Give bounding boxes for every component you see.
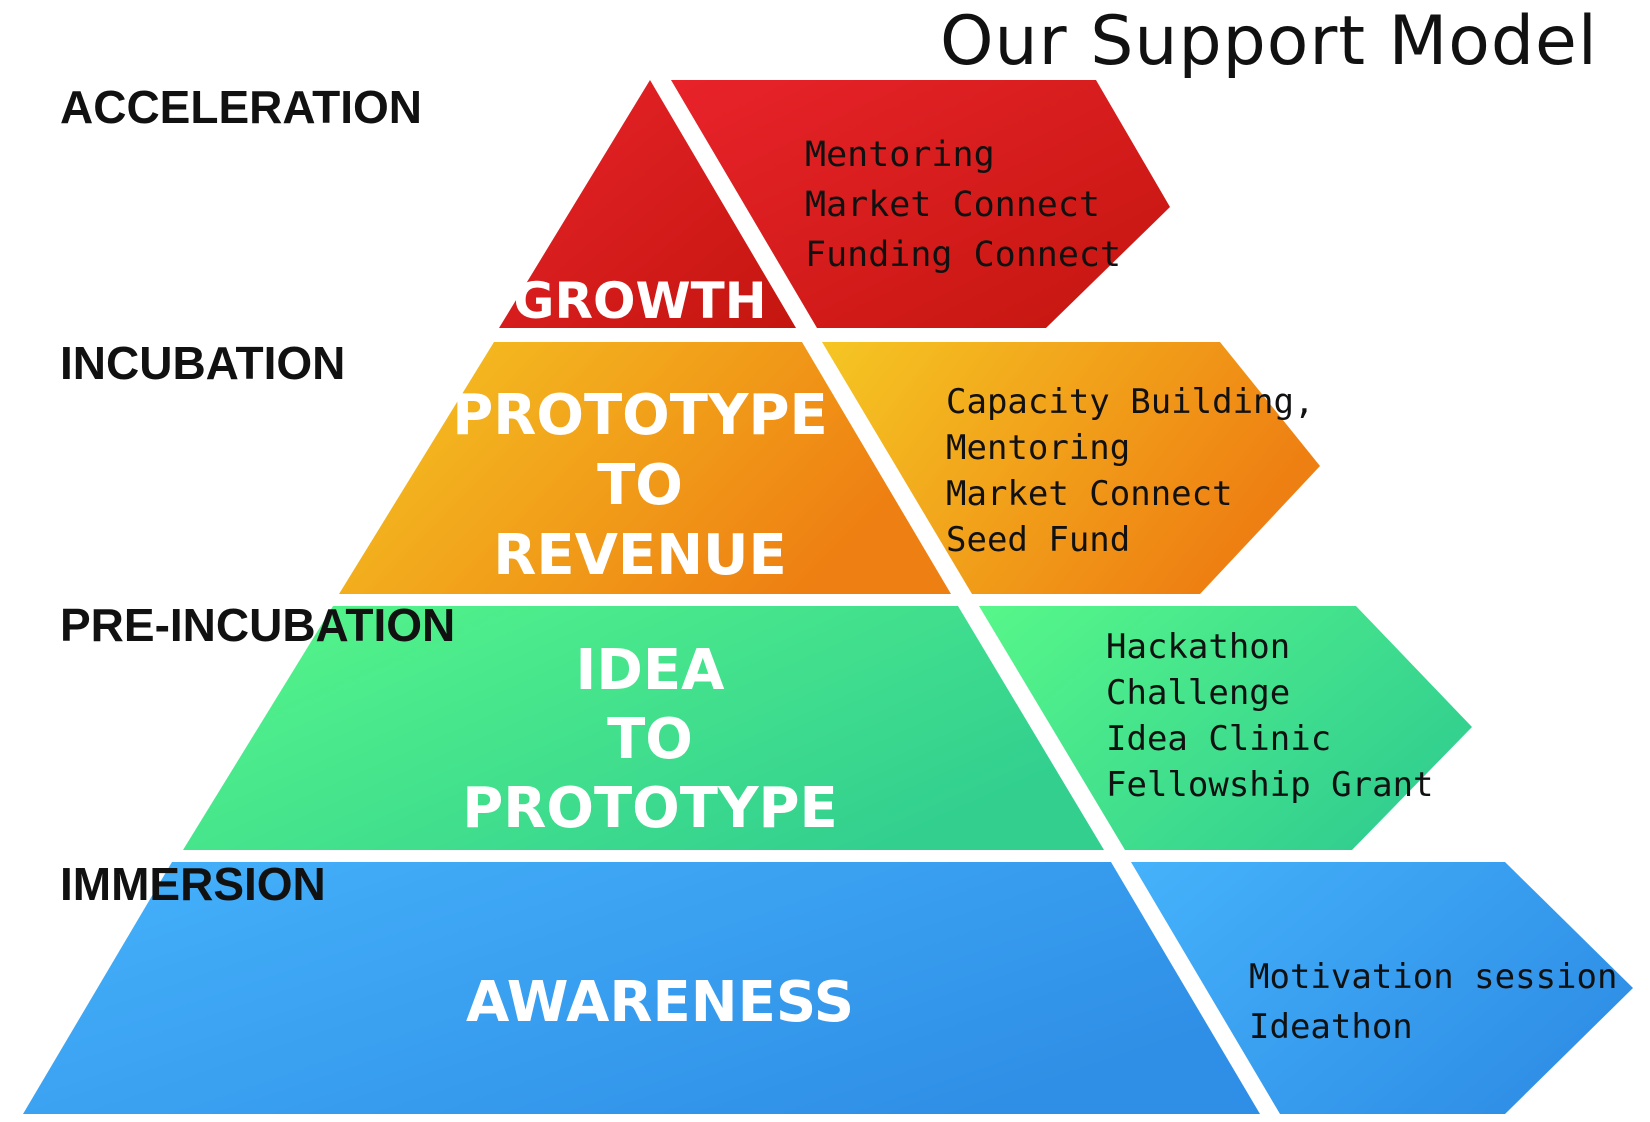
tier-title-line: TO [607, 707, 693, 772]
tier-title-line: REVENUE [493, 523, 787, 588]
support-item: Capacity Building, [946, 382, 1315, 422]
tier-title-awareness: AWARENESS [460, 968, 860, 1038]
tier-title-line: TO [597, 453, 683, 518]
support-item: Fellowship Grant [1106, 765, 1434, 805]
awareness-trapezoid [23, 862, 1260, 1114]
growth-support-arrow [671, 80, 1170, 328]
support-item: Ideathon [1249, 1007, 1413, 1047]
stage-label-pre-incubation: PRE-INCUBATION [60, 599, 456, 651]
stage-label-immersion: IMMERSION [60, 858, 326, 910]
support-item: Idea Clinic [1106, 719, 1332, 759]
prototype-trapezoid [183, 606, 1104, 850]
support-item: Seed Fund [946, 520, 1131, 560]
support-list-growth: Mentoring Market Connect Funding Connect [805, 130, 1121, 280]
support-item: Funding Connect [805, 235, 1122, 275]
support-item: Mentoring [946, 428, 1131, 468]
revenue-trapezoid [339, 342, 951, 594]
tier-title-line: AWARENESS [465, 970, 855, 1035]
stage-label-acceleration: ACCELERATION [60, 81, 423, 133]
support-list-prototype: Hackathon Challenge Idea Clinic Fellowsh… [1106, 624, 1434, 808]
tier-title-line: IDEA [575, 638, 725, 703]
stage-label-incubation: INCUBATION [60, 337, 346, 389]
tier-title-growth: GROWTH [500, 270, 780, 332]
support-item: Market Connect [805, 185, 1101, 225]
revenue-support-arrow [822, 342, 1320, 594]
awareness-support-arrow [1131, 862, 1633, 1114]
tier-title-line: PROTOTYPE [452, 383, 828, 448]
support-item: Hackathon [1106, 627, 1291, 667]
tier-title-prototype: IDEA TO PROTOTYPE [445, 636, 855, 843]
support-item: Motivation session [1249, 957, 1618, 997]
prototype-support-arrow [979, 606, 1472, 850]
support-item: Mentoring [805, 135, 995, 175]
support-item: Challenge [1106, 673, 1291, 713]
tier-title-revenue: PROTOTYPE TO REVENUE [440, 381, 840, 591]
support-list-revenue: Capacity Building, Mentoring Market Conn… [946, 379, 1314, 563]
support-item: Market Connect [946, 474, 1233, 514]
growth-triangle [499, 80, 796, 328]
tier-title-line: GROWTH [513, 272, 767, 330]
tier-title-line: PROTOTYPE [462, 776, 838, 841]
diagram-title: Our Support Model [940, 2, 1598, 81]
support-list-awareness: Motivation session Ideathon [1249, 952, 1617, 1052]
